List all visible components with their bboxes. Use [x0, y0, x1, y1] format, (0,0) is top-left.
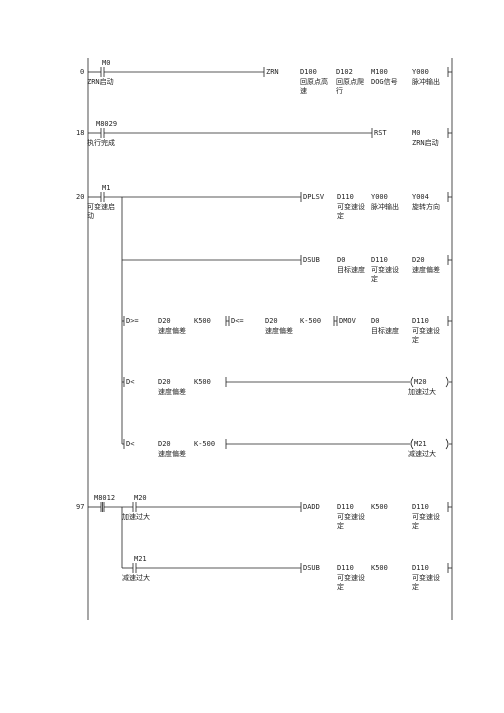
instruction-op: DSUB — [303, 564, 320, 572]
instruction-op: DMOV — [339, 317, 356, 325]
arg-comment: 可变速设 — [337, 574, 365, 582]
compare-operand: D20 — [158, 317, 171, 325]
instruction-arg: D102 — [336, 68, 353, 76]
arg-comment: 速 — [300, 87, 307, 95]
instruction-op: DSUB — [303, 256, 320, 264]
compare-operand: K500 — [194, 317, 211, 325]
arg-comment: 目标速度 — [337, 266, 365, 274]
instruction-op: DADD — [303, 503, 320, 511]
arg-comment: 行 — [336, 87, 343, 95]
operand-comment: 速度偏差 — [158, 388, 186, 396]
arg-comment: 可变速设 — [371, 266, 399, 274]
contact-comment: 可变速启 — [87, 203, 115, 211]
contact-comment: 动 — [87, 212, 94, 220]
contact-comment: 减速过大 — [122, 574, 150, 582]
contact-device: M0 — [102, 59, 111, 67]
arg-comment: 定 — [412, 522, 419, 530]
instruction-arg: D110 — [412, 564, 429, 572]
arg-comment: 旋转方向 — [412, 203, 440, 211]
arg-comment: 定 — [412, 336, 419, 344]
operand-comment: 速度偏差 — [158, 327, 186, 335]
contact-comment: 执行完成 — [87, 139, 115, 147]
instruction-arg: D110 — [337, 193, 354, 201]
step-number: 0 — [80, 68, 85, 76]
instruction-op: ZRN — [266, 68, 279, 76]
arg-comment: 脉冲输出 — [412, 78, 440, 86]
instruction-arg: D100 — [300, 68, 317, 76]
instruction-arg: M0 — [412, 129, 421, 137]
arg-comment: 可变速设 — [412, 574, 440, 582]
arg-comment: 目标速度 — [371, 327, 399, 335]
instruction-arg: D110 — [412, 503, 429, 511]
step-number: 97 — [76, 503, 85, 511]
arg-comment: 定 — [337, 583, 344, 591]
arg-comment: 可变速设 — [337, 203, 365, 211]
arg-comment: ZRN启动 — [412, 139, 439, 147]
instruction-arg: D110 — [412, 317, 429, 325]
coil-device: M21 — [414, 440, 427, 448]
arg-comment: 可变速设 — [337, 513, 365, 521]
arg-comment: 回原点爬 — [336, 78, 364, 86]
compare-operand: D20 — [158, 440, 171, 448]
arg-comment: 可变速设 — [412, 513, 440, 521]
instruction-op: DPLSV — [303, 193, 325, 201]
arg-comment: 脉冲输出 — [371, 203, 399, 211]
contact-device: M21 — [134, 555, 147, 563]
arg-comment: 定 — [412, 583, 419, 591]
compare-operand: K-500 — [194, 440, 216, 448]
arg-comment: 速度偏差 — [412, 266, 440, 274]
compare-operand: D20 — [265, 317, 278, 325]
contact-device: M20 — [134, 494, 147, 502]
arg-comment: 定 — [337, 522, 344, 530]
operand-comment: 速度偏差 — [158, 450, 186, 458]
contact-device: M8012 — [94, 494, 116, 502]
instruction-arg: D110 — [337, 564, 354, 572]
contact-device: M8029 — [96, 120, 118, 128]
instruction-arg: D0 — [337, 256, 346, 264]
compare-op: D< — [126, 440, 135, 448]
compare-op: D>= — [126, 317, 139, 325]
step-number: 18 — [76, 129, 85, 137]
instruction-arg: D110 — [337, 503, 354, 511]
instruction-arg: M100 — [371, 68, 388, 76]
arg-comment: 定 — [337, 212, 344, 220]
arg-comment: 回原点高 — [300, 78, 328, 86]
instruction-arg: D0 — [371, 317, 380, 325]
instruction-arg: Y000 — [371, 193, 388, 201]
coil-device: M20 — [414, 378, 427, 386]
coil-comment: 减速过大 — [408, 450, 436, 458]
arg-comment: 可变速设 — [412, 327, 440, 335]
compare-op: D<= — [231, 317, 244, 325]
instruction-arg: Y004 — [412, 193, 429, 201]
instruction-op: RST — [374, 129, 387, 137]
contact-device: M1 — [102, 184, 111, 192]
operand-comment: 速度偏差 — [265, 327, 293, 335]
coil-comment: 加速过大 — [408, 388, 436, 396]
instruction-arg: D110 — [371, 256, 388, 264]
step-number: 20 — [76, 193, 85, 201]
compare-operand: D20 — [158, 378, 171, 386]
arg-comment: 定 — [371, 275, 378, 283]
contact-comment: 加速过大 — [122, 513, 150, 521]
instruction-arg: K500 — [371, 564, 388, 572]
instruction-arg: D20 — [412, 256, 425, 264]
compare-operand: K500 — [194, 378, 211, 386]
instruction-arg: K500 — [371, 503, 388, 511]
instruction-arg: Y000 — [412, 68, 429, 76]
contact-comment: ZRN启动 — [87, 78, 114, 86]
arg-comment: DOG信号 — [371, 78, 398, 86]
compare-operand: K-500 — [300, 317, 322, 325]
compare-op: D< — [126, 378, 135, 386]
